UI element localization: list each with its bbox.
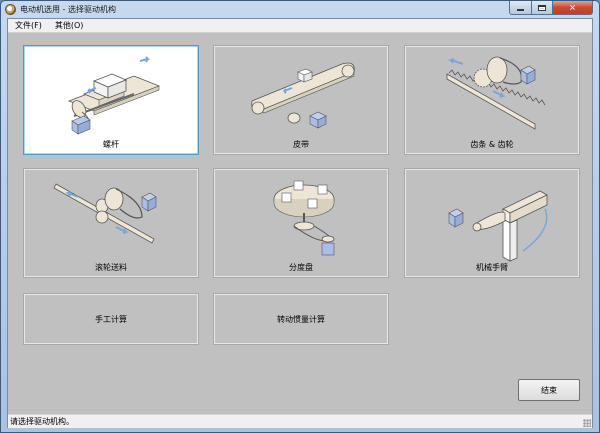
mechanism-label: 机械手臂 xyxy=(476,263,508,272)
mechanism-tile-robot-arm[interactable]: 机械手臂 xyxy=(404,168,580,278)
maximize-icon xyxy=(538,4,546,11)
end-button-label: 结束 xyxy=(541,385,557,395)
title-bar[interactable]: 电动机选用 - 选择驱动机构 × xyxy=(1,1,599,18)
manual-calc-button[interactable]: 手工计算 xyxy=(23,293,199,345)
mechanism-tile-index-table[interactable]: 分度盘 xyxy=(213,168,389,278)
window-controls: × xyxy=(509,1,593,15)
menu-file[interactable]: 文件(F) xyxy=(15,21,42,30)
roller-feed-icon xyxy=(53,183,157,244)
maximize-button[interactable] xyxy=(532,1,553,15)
close-icon: × xyxy=(569,3,576,12)
inertia-calc-label: 转动惯量计算 xyxy=(277,314,325,324)
window-title: 电动机选用 - 选择驱动机构 xyxy=(20,5,116,14)
rack-and-pinion-icon xyxy=(446,56,546,130)
mechanism-tile-ball-screw[interactable]: 螺杆 xyxy=(23,45,199,155)
ball-screw-icon xyxy=(67,56,161,135)
manual-calc-label: 手工计算 xyxy=(95,314,127,324)
mechanism-label: 皮带 xyxy=(293,140,309,149)
minimize-icon xyxy=(517,8,524,11)
mechanism-label: 滚轮送料 xyxy=(95,263,127,272)
menu-other[interactable]: 其他(O) xyxy=(54,21,84,30)
end-button[interactable]: 结束 xyxy=(518,379,580,401)
inertia-calc-button[interactable]: 转动惯量计算 xyxy=(213,293,389,345)
app-icon xyxy=(5,4,16,15)
close-button[interactable]: × xyxy=(553,1,593,15)
mechanism-label: 螺杆 xyxy=(103,140,119,149)
status-text: 请选择驱动机构。 xyxy=(10,417,74,426)
mechanism-tile-roller-feed[interactable]: 滚轮送料 xyxy=(23,168,199,278)
mechanism-tile-belt[interactable]: 皮带 xyxy=(213,45,389,155)
resize-grip[interactable] xyxy=(583,419,591,427)
menu-bar: 文件(F) 其他(O) xyxy=(8,19,592,33)
client-area: 文件(F) 其他(O) 螺杆 xyxy=(7,18,593,428)
minimize-button[interactable] xyxy=(509,1,532,15)
belt-conveyor-icon xyxy=(251,62,355,129)
robot-arm-icon xyxy=(448,190,548,262)
mechanism-label: 齿条 & 齿轮 xyxy=(470,140,514,149)
mechanism-tile-rack-pinion[interactable]: 齿条 & 齿轮 xyxy=(404,45,580,155)
mechanism-label: 分度盘 xyxy=(289,263,313,272)
index-table-icon xyxy=(273,180,335,256)
status-bar: 请选择驱动机构。 xyxy=(8,414,592,428)
